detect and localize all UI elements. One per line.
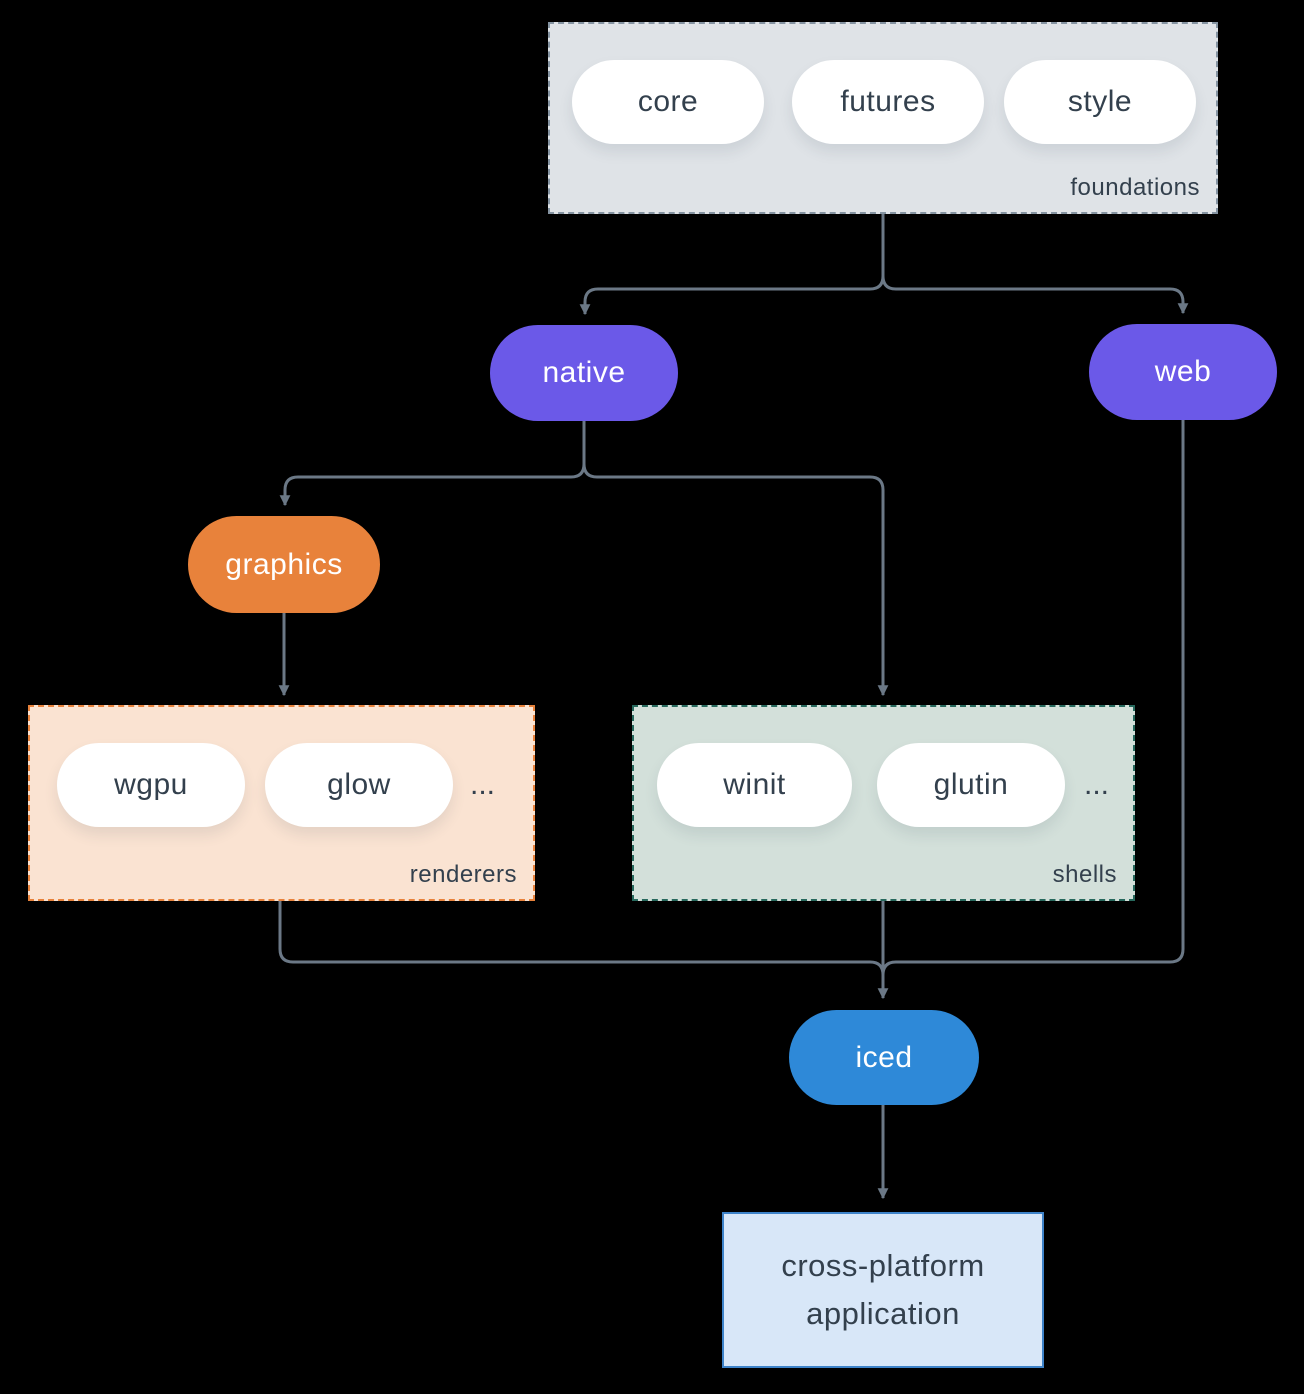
pill-glow: glow: [265, 743, 453, 827]
edge-foundations-to-native: [579, 214, 885, 316]
pill-native: native: [490, 325, 678, 421]
renderers-label: renderers: [409, 861, 517, 888]
pill-glutin: glutin: [877, 743, 1065, 827]
pill-web: web: [1089, 324, 1277, 420]
pill-style: style: [1004, 60, 1196, 144]
pill-winit: winit: [657, 743, 852, 827]
renderers-group: wgpu glow ... renderers: [28, 705, 535, 901]
application-label-line1: cross-platform: [781, 1248, 985, 1283]
pill-graphics: graphics: [188, 516, 380, 613]
shells-label: shells: [1052, 861, 1117, 888]
application-label-line2: application: [806, 1296, 960, 1331]
renderers-ellipsis: ...: [470, 768, 496, 801]
pill-wgpu: wgpu: [57, 743, 245, 827]
application-box: cross-platform application: [722, 1212, 1044, 1368]
shells-group: winit glutin ... shells: [632, 705, 1135, 901]
pill-futures: futures: [792, 60, 984, 144]
foundations-label: foundations: [1070, 174, 1200, 201]
foundations-group: core futures style foundations: [548, 22, 1218, 214]
pill-iced: iced: [789, 1010, 979, 1105]
edge-foundations-to-web: [881, 214, 1189, 315]
shells-ellipsis: ...: [1084, 768, 1110, 801]
edge-native-to-shells: [582, 421, 889, 697]
edge-renderers-to-merge: [278, 901, 885, 976]
pill-core: core: [572, 60, 764, 144]
edge-native-to-graphics: [279, 421, 586, 507]
